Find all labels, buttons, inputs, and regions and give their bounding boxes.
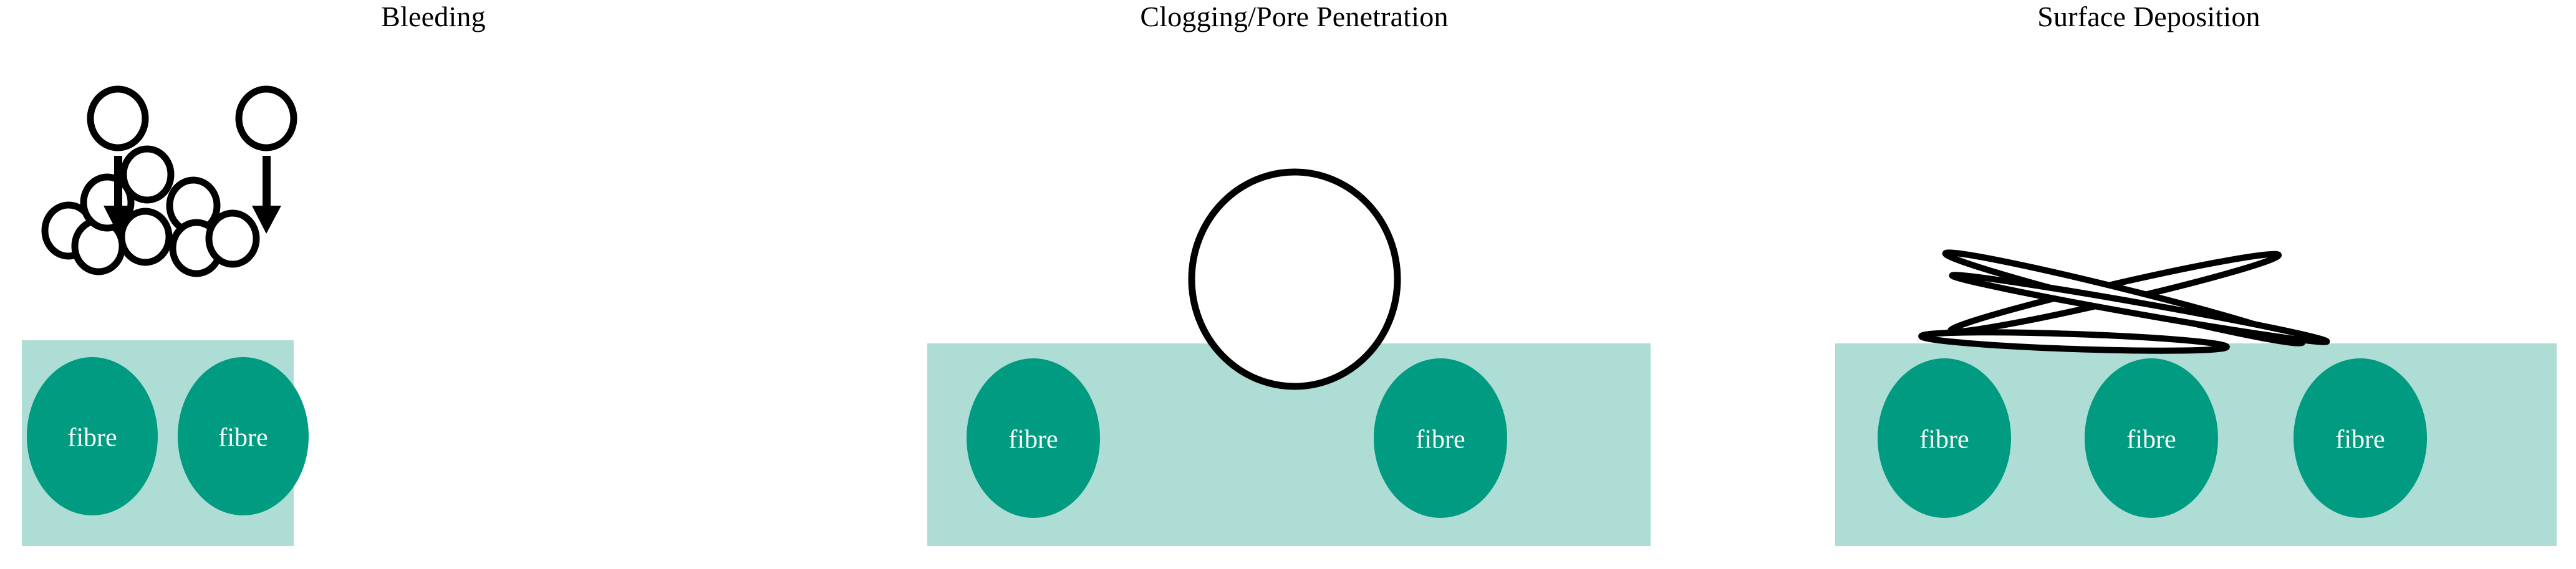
fibre-label: fibre — [2335, 426, 2385, 454]
falling-particle — [87, 85, 149, 151]
fibre-circle — [1374, 358, 1507, 518]
particle — [205, 209, 260, 268]
fibril — [1949, 272, 2330, 345]
fibre-label: fibre — [218, 424, 268, 452]
bleeding-diagram: fibre fibre — [22, 85, 309, 546]
fibre-group: fibre fibre — [27, 357, 309, 515]
arrow-group — [104, 156, 281, 234]
panel-title-clogging-pore-penetration: Clogging/Pore Penetration — [1140, 1, 1449, 32]
panel-bleeding: Bleeding fibre fibre — [0, 0, 867, 569]
surface-deposition-diagram: fibre fibre fibre — [1835, 249, 2557, 546]
fibre-label: fibre — [67, 424, 117, 452]
fibre-label: fibre — [2126, 426, 2176, 454]
fibre-circle — [178, 357, 309, 515]
clogging-diagram: fibre fibre — [927, 168, 1651, 546]
panel-title-surface-deposition: Surface Deposition — [2037, 1, 2260, 32]
panel-title-bleeding: Bleeding — [381, 1, 486, 32]
fibril-group — [1918, 249, 2330, 354]
panel-clogging-pore-penetration: Clogging/Pore Penetration fibre fibre — [867, 0, 1722, 569]
falling-particle-group — [87, 85, 297, 151]
down-arrow-icon — [104, 156, 133, 234]
fibril — [1918, 329, 2230, 354]
fibre-group: fibre fibre fibre — [1878, 358, 2427, 518]
clogging-particle — [1188, 168, 1401, 390]
fibre-circle — [967, 358, 1100, 518]
particle — [118, 208, 173, 266]
fibre-label: fibre — [1008, 426, 1058, 454]
fibre-circle — [27, 357, 158, 515]
fibre-group: fibre fibre — [967, 358, 1507, 518]
fibre-circle — [2294, 358, 2427, 518]
fibre-circle — [2085, 358, 2218, 518]
down-arrow-icon — [252, 156, 281, 234]
particle-cluster — [41, 145, 260, 277]
falling-particle — [235, 85, 297, 151]
fibre-circle — [1878, 358, 2011, 518]
particle — [120, 145, 175, 204]
panel-surface-deposition: Surface Deposition fibre fibre fibre — [1722, 0, 2576, 569]
fibre-label: fibre — [1919, 426, 1969, 454]
fibre-label: fibre — [1416, 426, 1465, 454]
